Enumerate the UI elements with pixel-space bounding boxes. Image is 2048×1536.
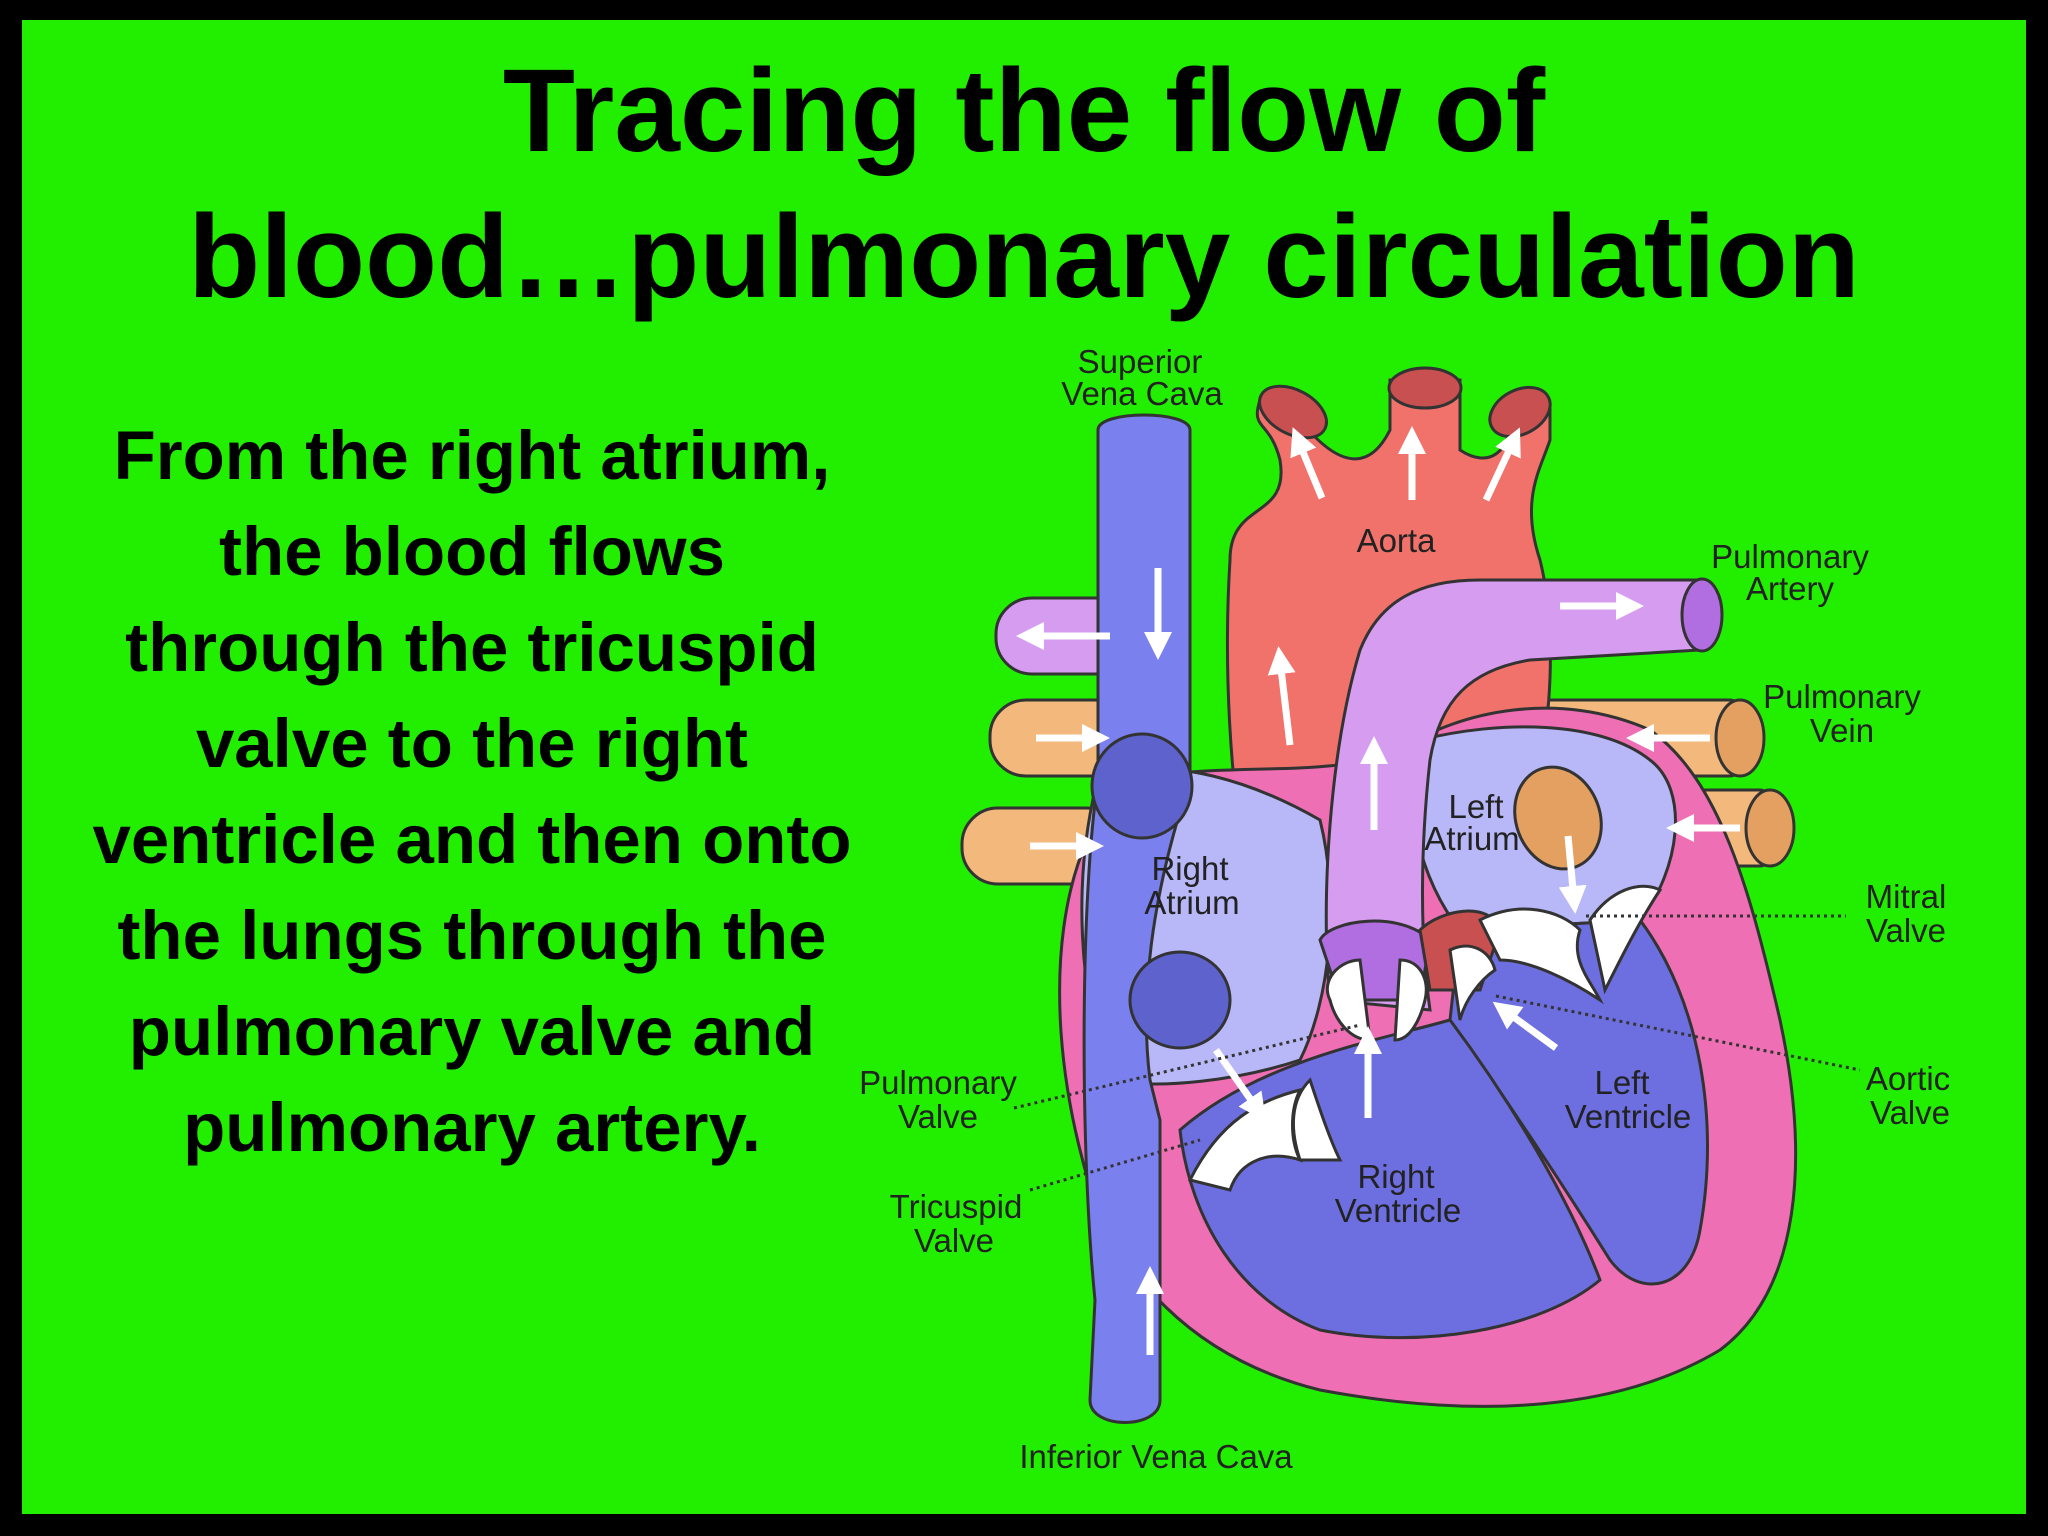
pulmonary-artery-opening <box>1680 577 1724 653</box>
diagram-labels: Superior Vena Cava Aorta Pulmonary Arter… <box>859 343 1950 1475</box>
pulmonary-vein-opening <box>1513 765 1603 871</box>
label-superior-vena-cava-2: Vena Cava <box>1061 375 1223 412</box>
label-inferior-vena-cava: Inferior Vena Cava <box>1019 1438 1293 1475</box>
label-right-atrium-1: Right <box>1151 850 1228 887</box>
slide-title-line-2: blood…pulmonary circulation <box>188 191 1860 323</box>
label-left-atrium-2: Atrium <box>1424 820 1519 857</box>
label-left-ventricle-2: Ventricle <box>1565 1098 1692 1135</box>
label-pulmonary-vein-2: Vein <box>1810 712 1874 749</box>
label-pulmonary-valve-2: Valve <box>898 1098 978 1135</box>
slide-body-text: From the right atrium, the blood flows t… <box>92 417 852 1166</box>
label-right-ventricle-1: Right <box>1357 1158 1434 1195</box>
label-pulmonary-vein-1: Pulmonary <box>1763 678 1921 715</box>
label-mitral-valve-2: Valve <box>1866 912 1946 949</box>
vena-cava <box>1082 413 1192 1424</box>
pulmonary-artery <box>1324 578 1702 1012</box>
label-pulmonary-artery-1: Pulmonary <box>1711 538 1869 575</box>
valves <box>1187 884 1663 1192</box>
label-right-atrium-2: Atrium <box>1144 884 1239 921</box>
slide-title: Tracing the flow of blood…pulmonary circ… <box>22 38 2026 330</box>
flow-arrows <box>1016 426 1740 1355</box>
label-aortic-valve-1: Aortic <box>1866 1060 1950 1097</box>
label-superior-vena-cava-1: Superior <box>1078 343 1203 380</box>
leader-lines <box>1013 914 1861 1192</box>
slide-title-line-1: Tracing the flow of <box>502 45 1546 177</box>
label-pulmonary-artery-2: Artery <box>1746 570 1835 607</box>
label-mitral-valve-1: Mitral <box>1866 878 1947 915</box>
aorta-opening-3 <box>1488 385 1552 439</box>
superior-vena-cava-opening <box>1090 732 1194 840</box>
label-aorta: Aorta <box>1357 522 1437 559</box>
label-aortic-valve-2: Valve <box>1870 1094 1950 1131</box>
label-tricuspid-valve-1: Tricuspid <box>890 1188 1023 1225</box>
label-pulmonary-valve-1: Pulmonary <box>859 1064 1017 1101</box>
inferior-vena-cava-opening <box>1128 950 1232 1050</box>
label-tricuspid-valve-2: Valve <box>914 1222 994 1259</box>
label-left-atrium-1: Left <box>1448 788 1503 825</box>
aorta-opening-1 <box>1258 384 1328 440</box>
label-right-ventricle-2: Ventricle <box>1335 1192 1462 1229</box>
label-left-ventricle-1: Left <box>1594 1064 1649 1101</box>
aorta-opening-2 <box>1387 366 1463 410</box>
